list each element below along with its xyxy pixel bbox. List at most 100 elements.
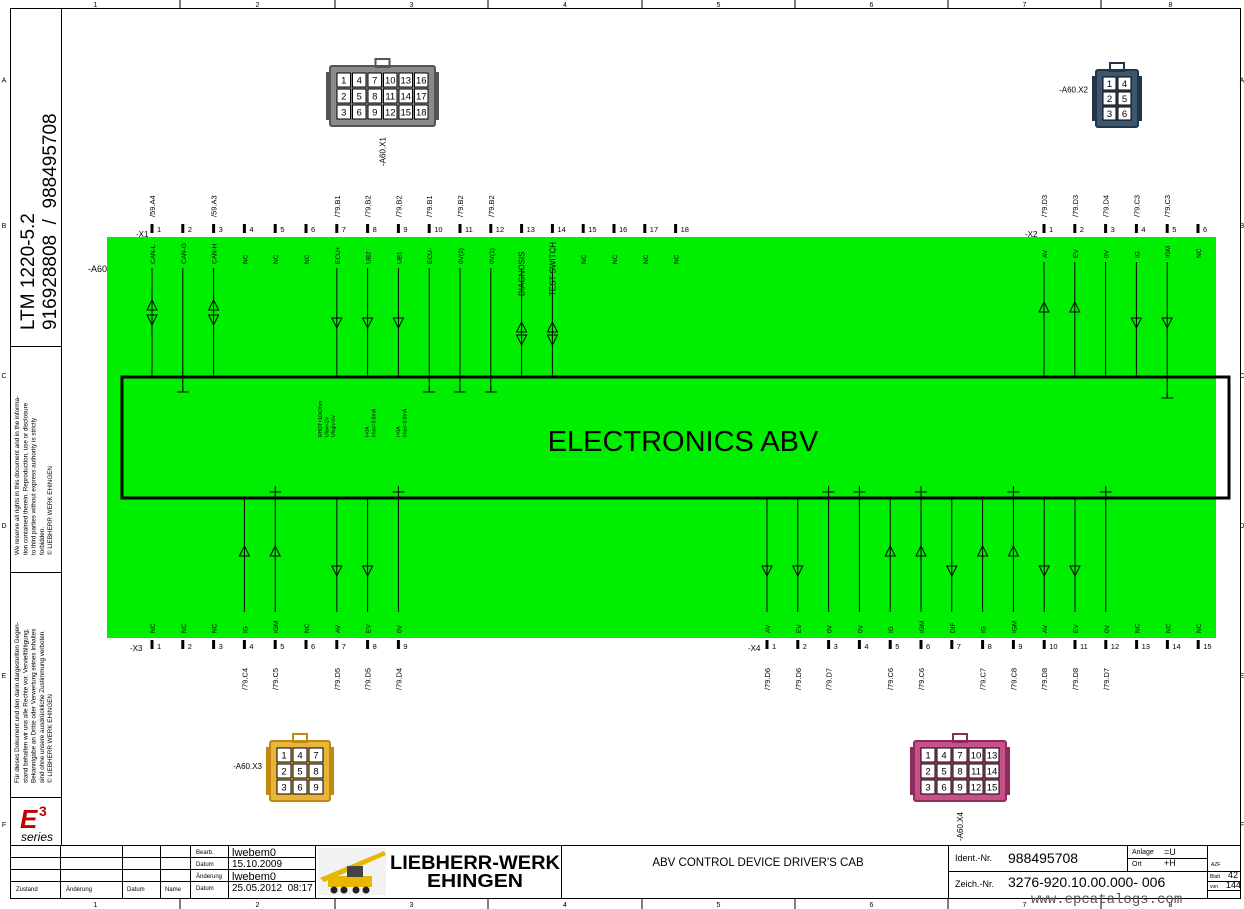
legal-line: forbidden. <box>39 527 46 555</box>
x1-pin-14[interactable]: 14TEST SWITCH <box>546 224 566 377</box>
grid-col-top: 6 <box>870 2 874 9</box>
x3-pin-6[interactable]: 6NC <box>304 623 315 651</box>
pin-ref: /79.D6 <box>794 668 803 690</box>
pin-ground-tee <box>822 486 835 493</box>
pin-number: 2 <box>803 642 807 651</box>
x3-pin-1[interactable]: 1NC <box>150 623 161 651</box>
x1-pin-6[interactable]: 6NC <box>304 224 315 264</box>
legal-line: stand behalten wir uns alle Rechte vor. … <box>22 628 29 783</box>
x3-pin-3[interactable]: 3NC <box>212 623 223 651</box>
pin-ground-tee <box>454 386 466 393</box>
connector-cell <box>936 779 952 795</box>
side-panel: LTM 1220-5.2 916928808 / 988495708 We re… <box>14 113 61 844</box>
device-note: Imax=0.8mA <box>372 408 378 437</box>
connector-cell <box>308 763 324 779</box>
pin-signal: UB1 <box>396 251 403 264</box>
connector-cell-number: 6 <box>297 783 302 794</box>
pin-number: 15 <box>588 225 596 234</box>
connector-cell <box>968 763 984 779</box>
pin-number: 3 <box>219 642 223 651</box>
grid-col-bottom: 5 <box>717 902 721 909</box>
connector-cell-number: 6 <box>941 783 946 794</box>
x2-pin-6[interactable]: 6NC <box>1196 224 1207 258</box>
grid-row-left: A <box>2 78 7 85</box>
x1-pin-5[interactable]: 5NC <box>273 224 284 264</box>
x3-pin-2[interactable]: 2NC <box>181 623 192 651</box>
connector-cell-number: 7 <box>313 751 318 762</box>
connector-cell-number: 5 <box>357 92 362 103</box>
von-label: von <box>1210 884 1218 890</box>
title-block: Bearb. lwebem0 Datum 15.10.2009 Änderung… <box>10 845 1241 898</box>
pin-signal: NC <box>304 623 311 633</box>
connector-cell <box>414 104 429 120</box>
connector-label: -A60.X4 <box>956 812 965 841</box>
connector-cell-number: 6 <box>1122 109 1127 120</box>
grid-col-top: 4 <box>563 2 567 9</box>
aenderung-col: Änderung <box>66 886 92 893</box>
x1-pin-13[interactable]: 13DIAGNOSIS <box>515 224 535 377</box>
connector-cell <box>1117 91 1132 106</box>
arrow-down <box>361 565 374 578</box>
pin-ref: /79.D4 <box>394 668 403 690</box>
electronics-block[interactable] <box>120 375 1231 500</box>
pin-signal: CAN-G <box>181 243 188 264</box>
grid-row-right: D <box>1239 523 1244 530</box>
pin-signal: DIF <box>950 623 957 634</box>
connector-cell <box>308 779 324 795</box>
arrow-up <box>1038 300 1050 313</box>
pin-ref: /79.B1 <box>333 195 342 217</box>
x1-pin-4[interactable]: 4NC <box>242 224 254 264</box>
grid-row-right: F <box>1240 822 1244 829</box>
x3-tag: -X3 <box>130 644 143 653</box>
connector-cell <box>936 747 952 763</box>
connector-cell-number: 2 <box>925 767 930 778</box>
x4-pin-4[interactable]: 40V <box>853 486 869 651</box>
device-body[interactable] <box>107 237 1216 638</box>
pin-number: 12 <box>1111 642 1119 651</box>
connector-cell-number: 1 <box>1107 79 1112 90</box>
x4-tag: -X4 <box>748 644 761 653</box>
pin-signal: NC <box>273 254 280 264</box>
